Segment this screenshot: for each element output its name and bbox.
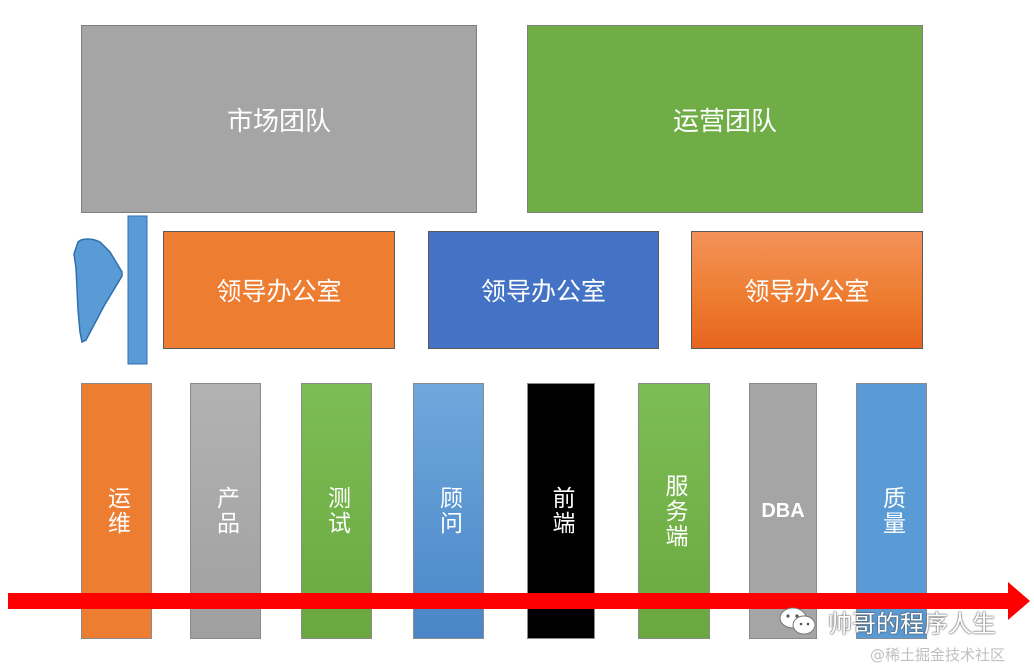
wechat-icon xyxy=(779,607,816,635)
dept-label: 产品 xyxy=(212,486,239,536)
market-team-block: 市场团队 xyxy=(81,25,477,213)
red-arrow-shape xyxy=(8,582,1030,620)
dept-label: 质量 xyxy=(878,486,905,536)
dept-label: 测试 xyxy=(323,486,350,536)
left-decoration xyxy=(73,215,148,365)
dept-label: 前端 xyxy=(548,486,574,536)
leader-office-label: 领导办公室 xyxy=(480,277,606,306)
operations-team-block: 运营团队 xyxy=(527,25,923,213)
watermark: 帅哥的程序人生 xyxy=(778,603,996,639)
watermark-text: 帅哥的程序人生 xyxy=(828,609,996,638)
dept-label: 运维 xyxy=(103,486,130,536)
market-team-label: 市场团队 xyxy=(226,106,331,137)
operations-team-label: 运营团队 xyxy=(672,106,777,137)
door-bar xyxy=(127,215,148,365)
site-watermark: @稀土掘金技术社区 xyxy=(870,646,1006,664)
leader-office-2: 领导办公室 xyxy=(428,231,659,349)
blue-blob-shape xyxy=(73,238,123,344)
leader-office-label: 领导办公室 xyxy=(744,277,870,306)
leader-office-1: 领导办公室 xyxy=(163,231,395,349)
dept-label: 顾问 xyxy=(435,486,462,536)
dept-label: 服务端 xyxy=(661,473,687,549)
dept-label: DBA xyxy=(761,500,805,522)
red-arrow xyxy=(8,582,1030,620)
leader-office-3: 领导办公室 xyxy=(691,231,923,349)
leader-office-label: 领导办公室 xyxy=(216,277,342,306)
